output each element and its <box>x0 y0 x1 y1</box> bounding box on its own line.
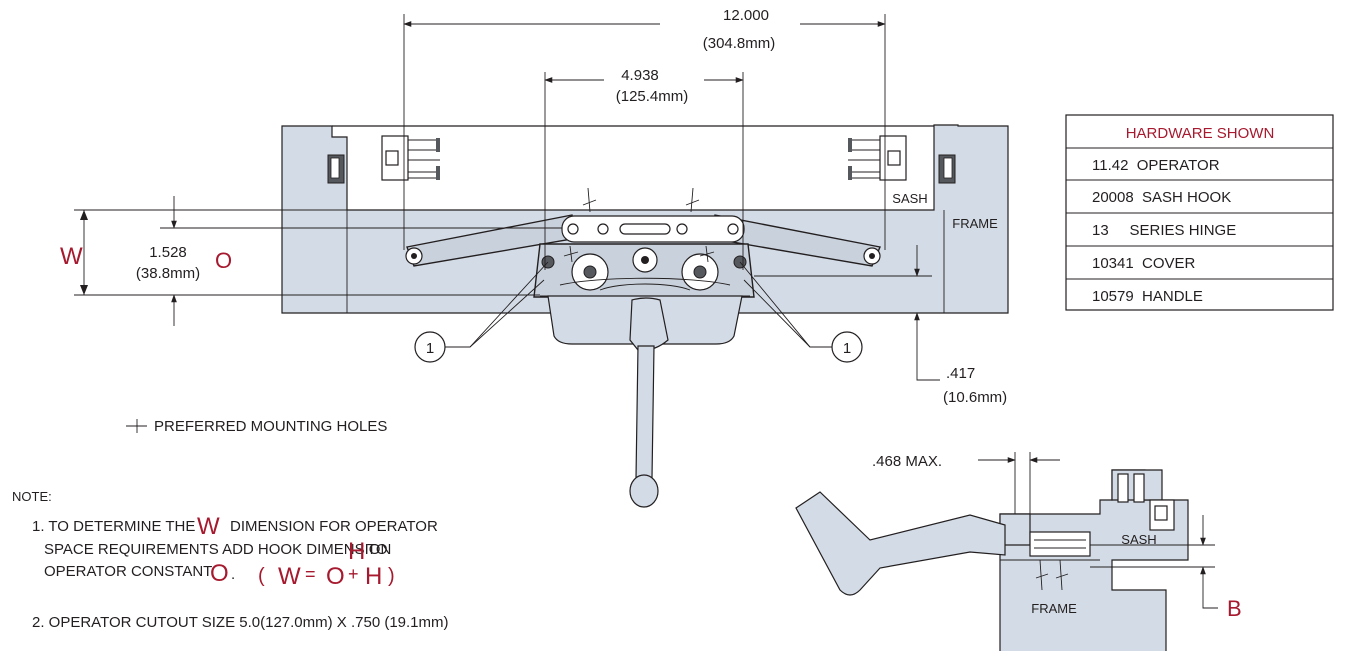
dim-hinge-span: 4.938 <box>621 67 659 84</box>
hardware-table <box>1065 114 1334 311</box>
dimension-468 <box>978 452 1060 514</box>
formula-h: H <box>365 563 382 590</box>
detail-handle <box>795 491 1006 596</box>
note1-part-c: SPACE REQUIREMENTS ADD HOOK DIMENSION <box>44 541 391 558</box>
dim-overall-width-mm: (304.8mm) <box>703 35 776 52</box>
formula: ( W = O + H ) <box>258 563 395 590</box>
label-frame: FRAME <box>952 216 998 231</box>
callout-right-number: 1 <box>843 340 851 357</box>
symbol-w: W <box>60 243 83 270</box>
note1-symbol-w: W <box>197 513 220 540</box>
hardware-row-cover: 10341 COVER <box>1092 255 1196 272</box>
formula-w: W <box>278 563 301 590</box>
handle <box>629 297 669 508</box>
symbol-b: B <box>1227 596 1242 621</box>
dim-offset: .417 <box>946 365 975 382</box>
callout-leaders <box>445 261 832 348</box>
formula-eq: = <box>305 564 316 584</box>
detail-label-frame: FRAME <box>1031 601 1077 616</box>
hardware-row-hinge: 13 SERIES HINGE <box>1092 222 1236 239</box>
detail-frame-body <box>999 469 1189 651</box>
symbol-o: O <box>215 248 232 273</box>
dim-hinge-span-mm: (125.4mm) <box>616 88 689 105</box>
left-seal <box>327 154 345 184</box>
hardware-table-header: HARDWARE SHOWN <box>1126 125 1275 142</box>
note-heading: NOTE: <box>12 489 52 504</box>
mounting-hole-marks <box>563 187 715 263</box>
note1-symbol-o: O <box>210 560 229 587</box>
mounting-holes-label: PREFERRED MOUNTING HOLES <box>154 418 387 435</box>
operator-mechanism <box>533 243 755 298</box>
detail-view <box>795 469 1189 651</box>
dim-offset-mm: (10.6mm) <box>943 389 1007 406</box>
detail-label-sash: SASH <box>1121 532 1156 547</box>
note1-part-e: OPERATOR CONSTANT <box>44 563 212 580</box>
note1-part-a: 1. TO DETERMINE THE <box>32 518 195 535</box>
dimension-b <box>1090 515 1218 609</box>
dim-operator-constant-mm: (38.8mm) <box>136 265 200 282</box>
note1-part-b: DIMENSION FOR OPERATOR <box>230 518 438 535</box>
formula-plus: + <box>348 564 359 584</box>
formula-open: ( <box>258 565 265 587</box>
right-hinge-bracket <box>848 135 907 181</box>
mounting-holes-symbol <box>126 419 147 433</box>
dimension-12000 <box>403 14 886 250</box>
label-sash: SASH <box>892 191 927 206</box>
dim-overall-width: 12.000 <box>723 7 769 24</box>
formula-close: ) <box>388 565 395 587</box>
hardware-row-sash-hook: 20008 SASH HOOK <box>1092 189 1231 206</box>
dimension-417 <box>754 245 940 381</box>
left-hinge-bracket <box>381 135 440 181</box>
callout-right <box>831 331 863 363</box>
callout-left <box>414 331 446 363</box>
hardware-row-handle: 10579 HANDLE <box>1092 288 1203 305</box>
dimension-4938 <box>544 72 744 270</box>
hardware-row-operator: 11.42 OPERATOR <box>1092 157 1220 174</box>
right-seal <box>938 154 956 184</box>
note1-part-d: TO <box>367 541 388 558</box>
note1-symbol-h: H <box>348 538 365 565</box>
main-view <box>281 124 1009 508</box>
callout-left-number: 1 <box>426 340 434 357</box>
dimension-w-o <box>74 196 562 326</box>
formula-o: O <box>326 563 345 590</box>
note1-part-f: . <box>231 566 235 583</box>
dim-operator-constant: 1.528 <box>149 244 187 261</box>
dim-max-clearance: .468 MAX. <box>872 453 942 470</box>
note2: 2. OPERATOR CUTOUT SIZE 5.0(127.0mm) X .… <box>32 614 449 631</box>
